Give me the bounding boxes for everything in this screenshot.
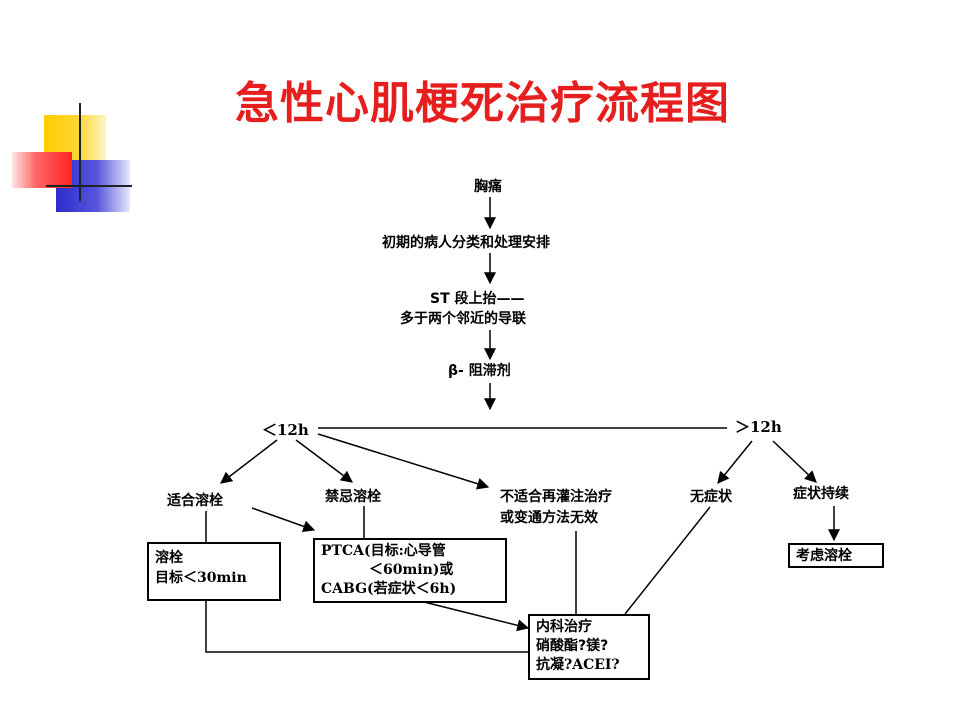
node-beta-blocker: β- 阻滞剂: [448, 363, 511, 379]
node-suitable-thrombolysis: 适合溶栓: [167, 493, 223, 509]
box-ptca: PTCA(目标:心导管 ＜60min)或 CABG(若症状＜6h): [313, 538, 507, 603]
box-thrombolysis-line2: 目标＜30min: [155, 570, 247, 586]
node-unsuitable-reperfusion-1: 不适合再灌注治疗: [500, 489, 612, 505]
arrow-ptca-to-medical: [419, 600, 530, 632]
box-thrombolysis-line1: 溶栓: [155, 550, 183, 566]
page-title: 急性心肌梗死治疗流程图: [235, 78, 730, 129]
line-asymptomatic-to-medical: [624, 506, 711, 615]
decorative-horizontal-line: [46, 185, 132, 187]
arrow-to-contraindicated: [295, 439, 353, 483]
node-contraindicated-thrombolysis: 禁忌溶栓: [325, 489, 381, 505]
node-st-elevation-2: 多于两个邻近的导联: [400, 311, 526, 327]
box-ptca-line2: ＜60min)或: [369, 562, 454, 578]
node-st-elevation-1: ST 段上抬——: [430, 291, 525, 307]
node-lt-12h: ＜12h: [262, 421, 309, 439]
box-medical-therapy: 内科治疗 硝酸酯?镁? 抗凝?ACEI?: [528, 614, 650, 680]
box-medical-line2: 硝酸酯?镁?: [536, 638, 609, 654]
arrow-to-suitable: [220, 439, 278, 484]
node-unsuitable-reperfusion-2: 或变通方法无效: [500, 510, 598, 526]
line-thrombolysis-to-medical: [205, 600, 528, 653]
decorative-red-square: [12, 152, 72, 188]
node-chest-pain: 胸痛: [474, 179, 502, 195]
box-thrombolysis: 溶栓 目标＜30min: [147, 542, 281, 601]
box-medical-line3: 抗凝?ACEI?: [536, 657, 620, 673]
decorative-vertical-line: [79, 103, 81, 201]
box-medical-line1: 内科治疗: [536, 619, 592, 635]
arrow-to-asymptomatic: [717, 440, 753, 484]
arrow-to-persistent: [772, 440, 817, 483]
node-initial-triage: 初期的病人分类和处理安排: [382, 235, 550, 251]
node-gt-12h: ＞12h: [735, 418, 782, 436]
arrow-suitable-to-ptca: [251, 507, 316, 533]
node-asymptomatic: 无症状: [690, 489, 732, 505]
arrow-to-unsuitable: [317, 433, 490, 490]
box-ptca-line1: PTCA(目标:心导管: [321, 543, 446, 559]
box-consider-line: 考虑溶栓: [796, 548, 852, 564]
box-ptca-line3: CABG(若症状＜6h): [321, 581, 457, 597]
node-persistent-symptoms: 症状持续: [793, 486, 849, 502]
box-consider-thrombolysis: 考虑溶栓: [788, 543, 884, 568]
